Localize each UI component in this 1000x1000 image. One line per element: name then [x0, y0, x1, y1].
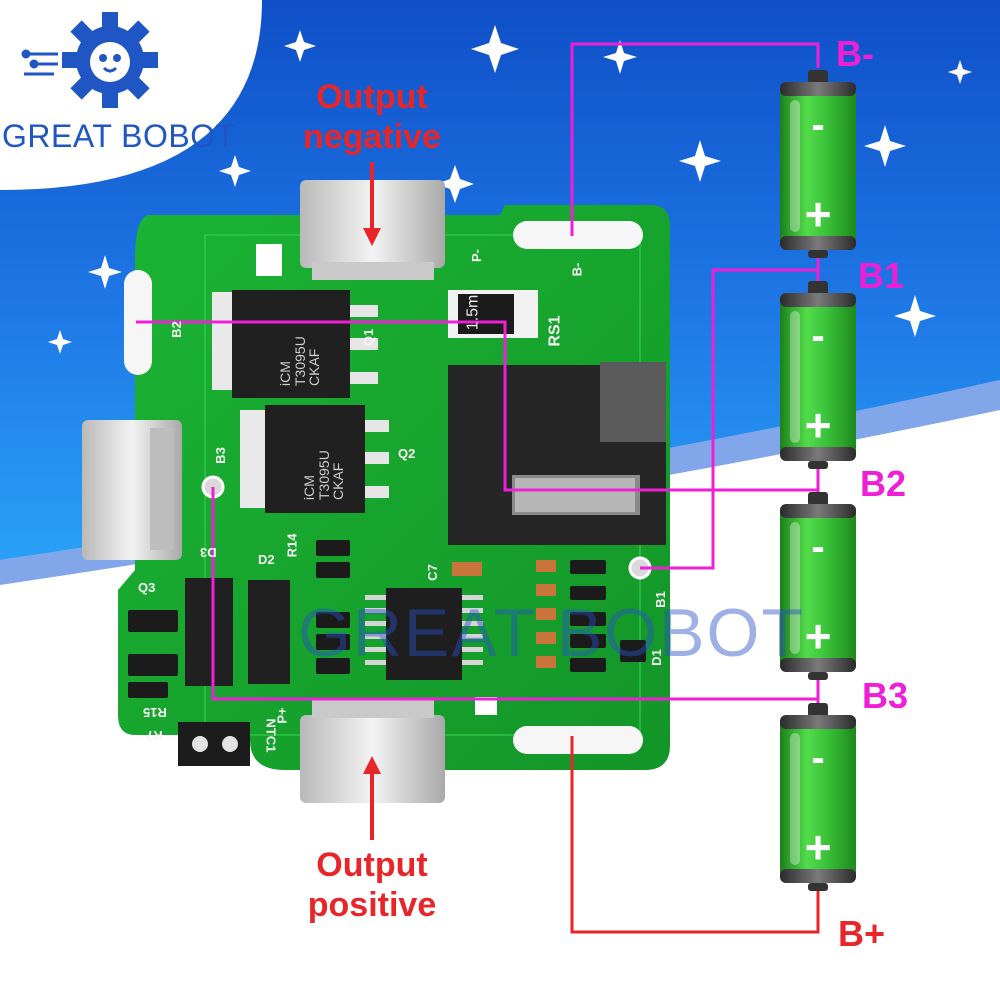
cell-4: -+: [780, 703, 856, 891]
mosfet-q1-line3: CKAF: [306, 348, 323, 386]
output-negative-label: Output negative: [282, 80, 462, 154]
silk-q1: Q1: [361, 328, 377, 347]
output-negative-line2: negative: [303, 118, 441, 156]
cell-3: -+: [780, 492, 856, 680]
cell-1-minus-sign: -: [811, 103, 824, 147]
silk-b-minus: B-: [569, 262, 585, 277]
shunt-marking: 1.5m: [464, 294, 482, 331]
ntc-connector: [178, 722, 250, 766]
b-plus-wire: [570, 736, 820, 934]
cell-2-plus-sign: +: [805, 399, 832, 451]
silk-r14: R14: [284, 533, 300, 558]
mosfet-q2-line3: CKAF: [330, 462, 347, 500]
silk-d3: D3: [200, 545, 217, 560]
watermark: GREAT BOBOT: [298, 595, 805, 671]
gear-face-logo-icon: [21, 12, 158, 108]
silk-p-minus: P-: [469, 249, 484, 262]
silk-rs1: RS1: [546, 315, 564, 347]
mosfet-q2-line1: iCM: [301, 475, 317, 500]
balance-wires: [136, 42, 820, 722]
terminal-b1: B1: [858, 255, 905, 296]
mosfet-q2-line2: T3095U: [315, 450, 332, 500]
cell-3-minus-sign: -: [811, 525, 824, 569]
cell-1-plus-sign: +: [805, 188, 832, 240]
silk-c7: C7: [424, 564, 440, 581]
arrow-up-icon: [363, 756, 381, 840]
brand-name: GREAT BOBOT: [2, 118, 236, 154]
mosfet-q2-marking: iCM T3095U CKAF: [301, 450, 347, 500]
output-positive-line1: Output: [316, 846, 428, 884]
silk-r15: R15: [143, 705, 167, 720]
side-terminal: [82, 420, 182, 560]
terminal-b2: B2: [860, 463, 907, 504]
silk-q2: Q2: [398, 446, 416, 461]
pcb-board: [118, 205, 670, 770]
cell-2: -+: [780, 281, 856, 469]
terminal-b-plus: B+: [838, 913, 886, 954]
battery-cells: -+-+-+-+: [780, 70, 856, 891]
terminal-b3: B3: [862, 675, 909, 716]
cell-3-plus-sign: +: [805, 610, 832, 662]
cell-4-plus-sign: +: [805, 821, 832, 873]
sparkles: [48, 25, 972, 354]
cell-4-minus-sign: -: [811, 736, 824, 780]
cell-1: -+: [780, 70, 856, 258]
output-positive-line2: positive: [307, 886, 437, 924]
terminal-b-minus: B-: [836, 33, 874, 74]
silk-p-plus: P+: [274, 707, 290, 724]
output-positive-label: Output positive: [282, 848, 462, 922]
mosfet-q1-marking: iCM T3095U CKAF: [277, 336, 323, 386]
silk-r7: R7: [146, 728, 163, 743]
silk-b3: B3: [212, 447, 228, 464]
silk-b2: B2: [168, 321, 184, 338]
silk-q3: Q3: [138, 580, 156, 595]
silk-d2: D2: [258, 552, 275, 567]
mounting-slot: [513, 221, 643, 249]
output-negative-line1: Output: [316, 78, 428, 116]
mounting-slot: [513, 726, 643, 754]
smd-components: [128, 540, 646, 698]
mosfet-q1: [212, 290, 378, 398]
mosfet-q2: [240, 405, 389, 513]
silk-d1: D1: [648, 649, 664, 666]
ic-chip: [365, 588, 483, 680]
arrow-down-icon: [363, 162, 381, 246]
large-mosfet: [448, 362, 666, 545]
cell-2-minus-sign: -: [811, 314, 824, 358]
silk-b1: B1: [652, 591, 668, 608]
mosfet-q1-line1: iCM: [277, 361, 293, 386]
mosfet-q1-line2: T3095U: [291, 336, 308, 386]
